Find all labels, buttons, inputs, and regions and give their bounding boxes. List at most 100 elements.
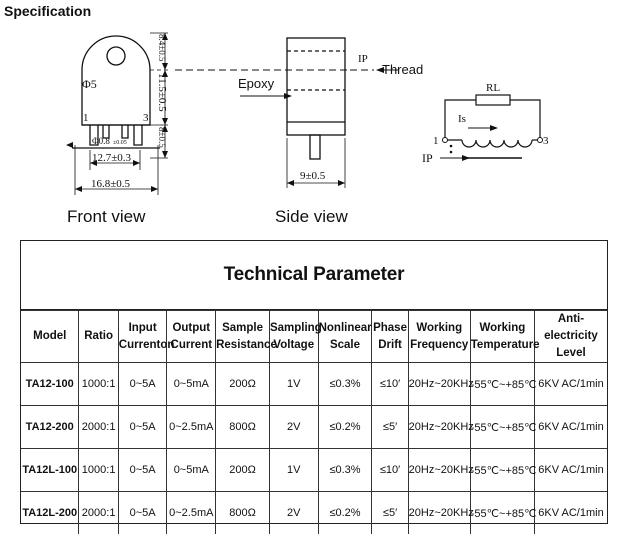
table-cell: 20Hz~20KHz xyxy=(407,491,474,534)
table-cell: 1000:1 xyxy=(78,448,119,492)
pin-3-label: 3 xyxy=(543,135,549,147)
pin-pitch-dim: 12.7±0.3 xyxy=(92,152,132,164)
table-cell: ≤5′ xyxy=(371,491,409,534)
table-cell: 1V xyxy=(268,448,319,492)
table-cell: ≤10′ xyxy=(371,448,409,492)
table-cell: 0~2.5mA xyxy=(166,405,217,449)
table-cell: 6KV AC/1min xyxy=(533,362,607,406)
column-header: Model xyxy=(21,310,80,363)
front-body-outline xyxy=(81,35,151,126)
side-view-drawing: Epoxy IP Thread 9±0.5 xyxy=(175,37,423,188)
column-header-line: Currenton xyxy=(118,338,175,351)
table-cell: -55℃~+85℃ xyxy=(469,362,536,406)
table-title: Technical Parameter xyxy=(21,241,607,310)
table-cell: 20Hz~20KHz xyxy=(407,448,474,492)
table-cell: 200Ω xyxy=(215,362,270,406)
column-header-line: Phase xyxy=(373,321,407,334)
table-cell: 2000:1 xyxy=(78,491,119,534)
load-resistor xyxy=(475,94,511,106)
table-cell: 20Hz~20KHz xyxy=(407,362,474,406)
ip-label: IP xyxy=(422,151,433,165)
middle-height-dim: 11.5±0.5 xyxy=(156,73,168,112)
column-header: Ratio xyxy=(78,310,119,363)
model-cell: TA12-100 xyxy=(21,362,80,406)
column-header-line: Working xyxy=(416,321,463,334)
column-header-line: Level xyxy=(556,347,586,359)
table-cell: ≤0.3% xyxy=(317,362,373,406)
column-header-line: Model xyxy=(33,330,67,342)
table-cell: 200Ω xyxy=(215,448,270,492)
model-cell: TA12-200 xyxy=(21,405,80,449)
thread-label: Thread xyxy=(382,62,423,77)
table-cell: 1000:1 xyxy=(78,362,119,406)
front-view-drawing: Φ5 1 3 Φ0.8 ±0.05 12.7±0.3 16.8±0.5 8.4±… xyxy=(66,32,168,195)
pin-diameter-label: Φ0.8 xyxy=(92,136,110,146)
table-cell: -55℃~+85℃ xyxy=(469,448,536,492)
column-header-line: Output xyxy=(172,321,211,334)
is-label: Is xyxy=(458,113,466,125)
table-cell: 2V xyxy=(268,405,319,449)
width-dim: 16.8±0.5 xyxy=(91,178,131,190)
table-cell: 0~2.5mA xyxy=(166,491,217,534)
secondary-coil xyxy=(461,139,533,148)
table-cell: 2V xyxy=(268,491,319,534)
side-body xyxy=(286,37,346,136)
column-header-line: Resistance xyxy=(216,338,277,351)
table-cell: 6KV AC/1min xyxy=(533,405,607,449)
table-cell: 6KV AC/1min xyxy=(533,448,607,492)
table-cell: 2000:1 xyxy=(78,405,119,449)
column-header-line: Voltage xyxy=(273,338,315,351)
table-cell: ≤5′ xyxy=(371,405,409,449)
table-cell: 800Ω xyxy=(215,405,270,449)
front-view-caption: Front view xyxy=(67,207,146,226)
top-height-dim: 8.4±0.5 xyxy=(157,34,167,62)
table-cell: 0~5A xyxy=(117,362,168,406)
pin-left-label: 1 xyxy=(83,112,89,124)
table-cell: 20Hz~20KHz xyxy=(407,405,474,449)
side-pin xyxy=(309,134,321,160)
pin-diameter-tol: ±0.05 xyxy=(113,140,127,146)
table-cell: 0~5A xyxy=(117,448,168,492)
schematic-diagram: RL Is 1 3 IP xyxy=(422,82,549,165)
table-cell: ≤0.2% xyxy=(317,405,373,449)
table-cell: 800Ω xyxy=(215,491,270,534)
column-header-line: Drift xyxy=(378,338,402,351)
column-header-line: Scale xyxy=(329,338,361,351)
table-cell: 0~5mA xyxy=(166,448,217,492)
table-cell: ≤0.3% xyxy=(317,448,373,492)
model-cell: TA12L-200 xyxy=(21,491,80,534)
page-title: Specification xyxy=(4,3,92,19)
column-header-line: Temperature xyxy=(470,338,540,351)
hole-label: Φ5 xyxy=(82,77,97,91)
column-header-line: Ratio xyxy=(84,330,113,342)
front-hole xyxy=(106,46,126,66)
column-header-line: Current xyxy=(170,338,213,351)
column-header-line: Frequency xyxy=(410,338,469,351)
table-cell: 1V xyxy=(268,362,319,406)
thickness-dim: 9±0.5 xyxy=(300,170,326,182)
pin-1-label: 1 xyxy=(433,135,439,147)
column-header-line: Anti-electricity xyxy=(544,313,598,342)
column-header-line: Sample xyxy=(222,321,263,334)
table-cell: 0~5A xyxy=(117,405,168,449)
side-ip-label: IP xyxy=(358,53,368,65)
table-cell: ≤10′ xyxy=(371,362,409,406)
epoxy-label: Epoxy xyxy=(238,76,275,91)
column-header-line: Sampling xyxy=(269,321,322,334)
